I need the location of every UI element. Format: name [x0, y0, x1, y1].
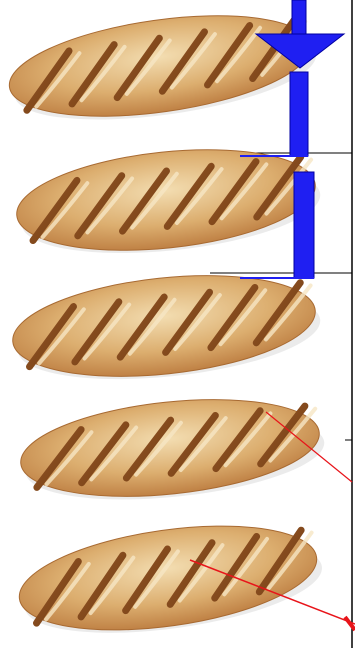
loaf-5	[13, 509, 328, 648]
loaf-4	[16, 386, 328, 512]
loaf-3	[8, 262, 325, 392]
loaves-group	[3, 0, 328, 648]
loaf-1	[3, 0, 321, 136]
